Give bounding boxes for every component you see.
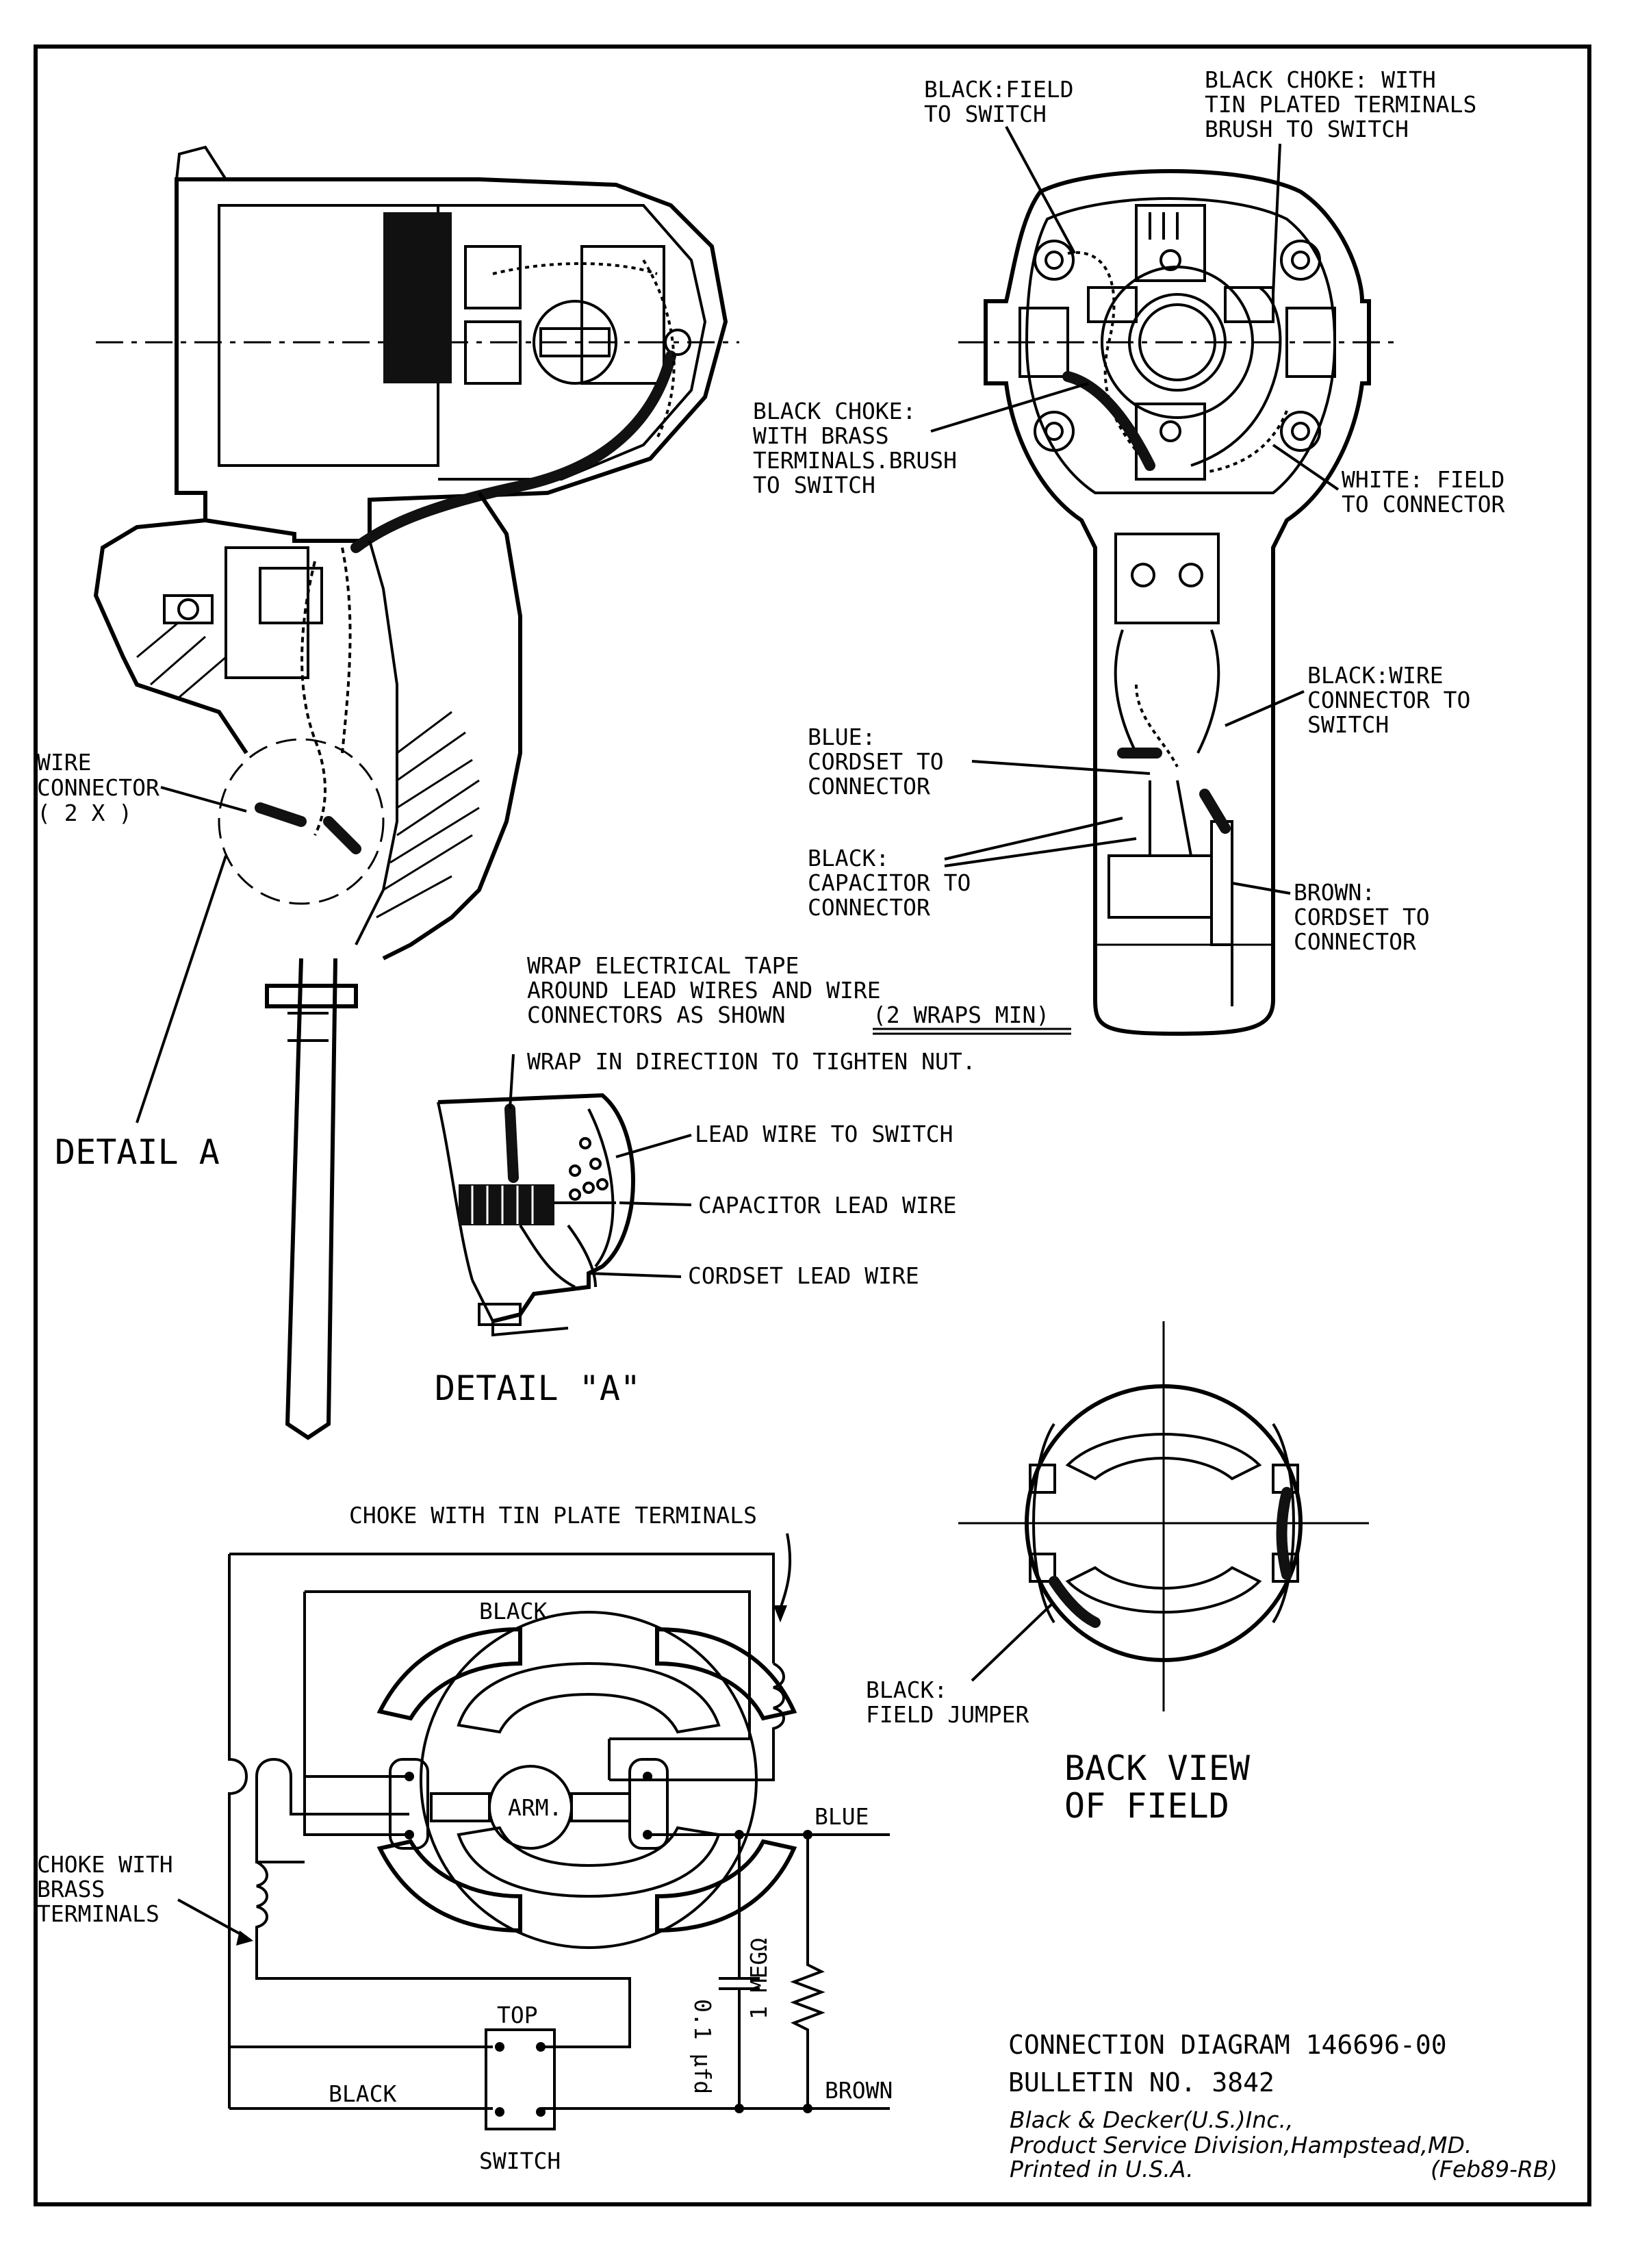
title-line4: Product Service Division,Hampstead,MD.: [1010, 2132, 1472, 2158]
wire-connector-line2: CONNECTOR: [37, 774, 159, 801]
schematic-blue: BLUE: [815, 1803, 869, 1830]
callout-brown-cordset: BROWN: CORDSET TO CONNECTOR: [1231, 879, 1430, 955]
schematic-black-bottom: BLACK: [329, 2080, 396, 2107]
back-view-line1: BACK VIEW: [1064, 1748, 1251, 1788]
black-cap-line2: CAPACITOR TO: [808, 869, 971, 896]
title-block: CONNECTION DIAGRAM 146696-00 BULLETIN NO…: [1008, 2030, 1557, 2182]
title-line6: (Feb89-RB): [1431, 2156, 1557, 2182]
wrap-tape-line2: AROUND LEAD WIRES AND WIRE: [527, 977, 881, 1004]
detail-a-label: DETAIL A: [55, 1132, 220, 1172]
schematic-choke-tin: CHOKE WITH TIN PLATE TERMINALS: [349, 1502, 757, 1529]
callout-black-field: BLACK:FIELD TO SWITCH: [924, 76, 1076, 254]
choke-brass-line3: TERMINALS: [37, 1900, 159, 1927]
choke-tin-line2: TIN PLATED TERMINALS: [1205, 91, 1476, 118]
back-view-line2: OF FIELD: [1064, 1786, 1229, 1826]
schematic: CHOKE WITH TIN PLATE TERMINALS BLACK ARM…: [37, 1502, 893, 2174]
choke-brass-line2: BRASS: [37, 1876, 105, 1902]
detail-a-drawing: [437, 1054, 692, 1337]
wrap-direction: WRAP IN DIRECTION TO TIGHTEN NUT.: [527, 1048, 976, 1075]
brown-line3: CONNECTOR: [1294, 928, 1416, 955]
choke-brass-line3: TERMINALS.BRUSH: [753, 447, 957, 474]
schematic-switch: SWITCH: [479, 2148, 561, 2174]
black-field-line2: TO SWITCH: [924, 101, 1047, 127]
choke-brass-line1: CHOKE WITH: [37, 1851, 173, 1878]
wrap-tape-line3: CONNECTORS AS SHOWN: [527, 1002, 786, 1028]
drill-side-view: [93, 145, 739, 1440]
title-line2: BULLETIN NO. 3842: [1008, 2067, 1274, 2098]
callout-white-field: WHITE: FIELD TO CONNECTOR: [1272, 444, 1505, 518]
choke-brass-line2: WITH BRASS: [753, 422, 889, 449]
black-cap-line3: CONNECTOR: [808, 894, 930, 921]
blue-line3: CONNECTOR: [808, 773, 930, 800]
white-field-line2: TO CONNECTOR: [1342, 491, 1505, 518]
wire-connector-line1: WIRE: [37, 749, 91, 776]
lead-wire-switch: LEAD WIRE TO SWITCH: [695, 1121, 953, 1147]
sheet-border: [34, 44, 1591, 2206]
wire-connector-line3: ( 2 X ): [37, 800, 132, 826]
white-field-line1: WHITE: FIELD: [1342, 466, 1504, 493]
black-wire-line1: BLACK:WIRE: [1307, 662, 1444, 689]
field-jumper-line2: FIELD JUMPER: [866, 1701, 1029, 1728]
drill-rear-view: [958, 169, 1396, 1036]
callout-blue-cordset: BLUE: CORDSET TO CONNECTOR: [808, 724, 1151, 800]
choke-brass-line1: BLACK CHOKE:: [753, 398, 916, 424]
capacitor-lead-wire: CAPACITOR LEAD WIRE: [698, 1192, 957, 1219]
callout-black-choke-brass: BLACK CHOKE: WITH BRASS TERMINALS.BRUSH …: [753, 382, 1089, 498]
callout-black-wire-connector: BLACK:WIRE CONNECTOR TO SWITCH: [1225, 662, 1470, 738]
title-line3: Black & Decker(U.S.)Inc.,: [1010, 2106, 1293, 2133]
black-cap-line1: BLACK:: [808, 845, 889, 871]
callout-black-choke-tin: BLACK CHOKE: WITH TIN PLATED TERMINALS B…: [1205, 66, 1476, 295]
schematic-top: TOP: [497, 2002, 538, 2028]
choke-tin-line3: BRUSH TO SWITCH: [1205, 116, 1409, 142]
blue-line2: CORDSET TO: [808, 748, 944, 775]
black-field-line1: BLACK:FIELD: [924, 76, 1074, 103]
choke-brass-line4: TO SWITCH: [753, 472, 875, 498]
schematic-brown: BROWN: [825, 2077, 893, 2104]
wrap-tape-line1: WRAP ELECTRICAL TAPE: [527, 952, 799, 979]
cordset-lead-wire: CORDSET LEAD WIRE: [688, 1262, 919, 1289]
schematic-cap-value: 0.1 µfd: [689, 1999, 716, 2094]
choke-tin-line1: BLACK CHOKE: WITH: [1205, 66, 1436, 93]
title-line1: CONNECTION DIAGRAM 146696-00: [1008, 2030, 1447, 2060]
blue-line1: BLUE:: [808, 724, 875, 750]
title-line5: Printed in U.S.A.: [1010, 2156, 1194, 2182]
black-wire-line2: CONNECTOR TO: [1307, 687, 1470, 713]
field-jumper-line1: BLACK:: [866, 1677, 947, 1703]
brown-line1: BROWN:: [1294, 879, 1375, 906]
brown-line2: CORDSET TO: [1294, 904, 1430, 930]
schematic-arm: ARM.: [508, 1794, 562, 1821]
tape-instructions: WRAP ELECTRICAL TAPE AROUND LEAD WIRES A…: [527, 952, 1071, 1075]
schematic-res-value: 1 MEGΩ: [745, 1938, 772, 2019]
black-wire-line3: SWITCH: [1307, 711, 1389, 738]
detail-a-title: DETAIL "A": [435, 1368, 641, 1408]
back-view-field: [958, 1321, 1369, 1711]
wrap-min: (2 WRAPS MIN): [873, 1002, 1049, 1028]
callout-black-capacitor: BLACK: CAPACITOR TO CONNECTOR: [808, 817, 1137, 921]
wire-connector-callout: WIRE CONNECTOR ( 2 X ): [37, 749, 159, 826]
